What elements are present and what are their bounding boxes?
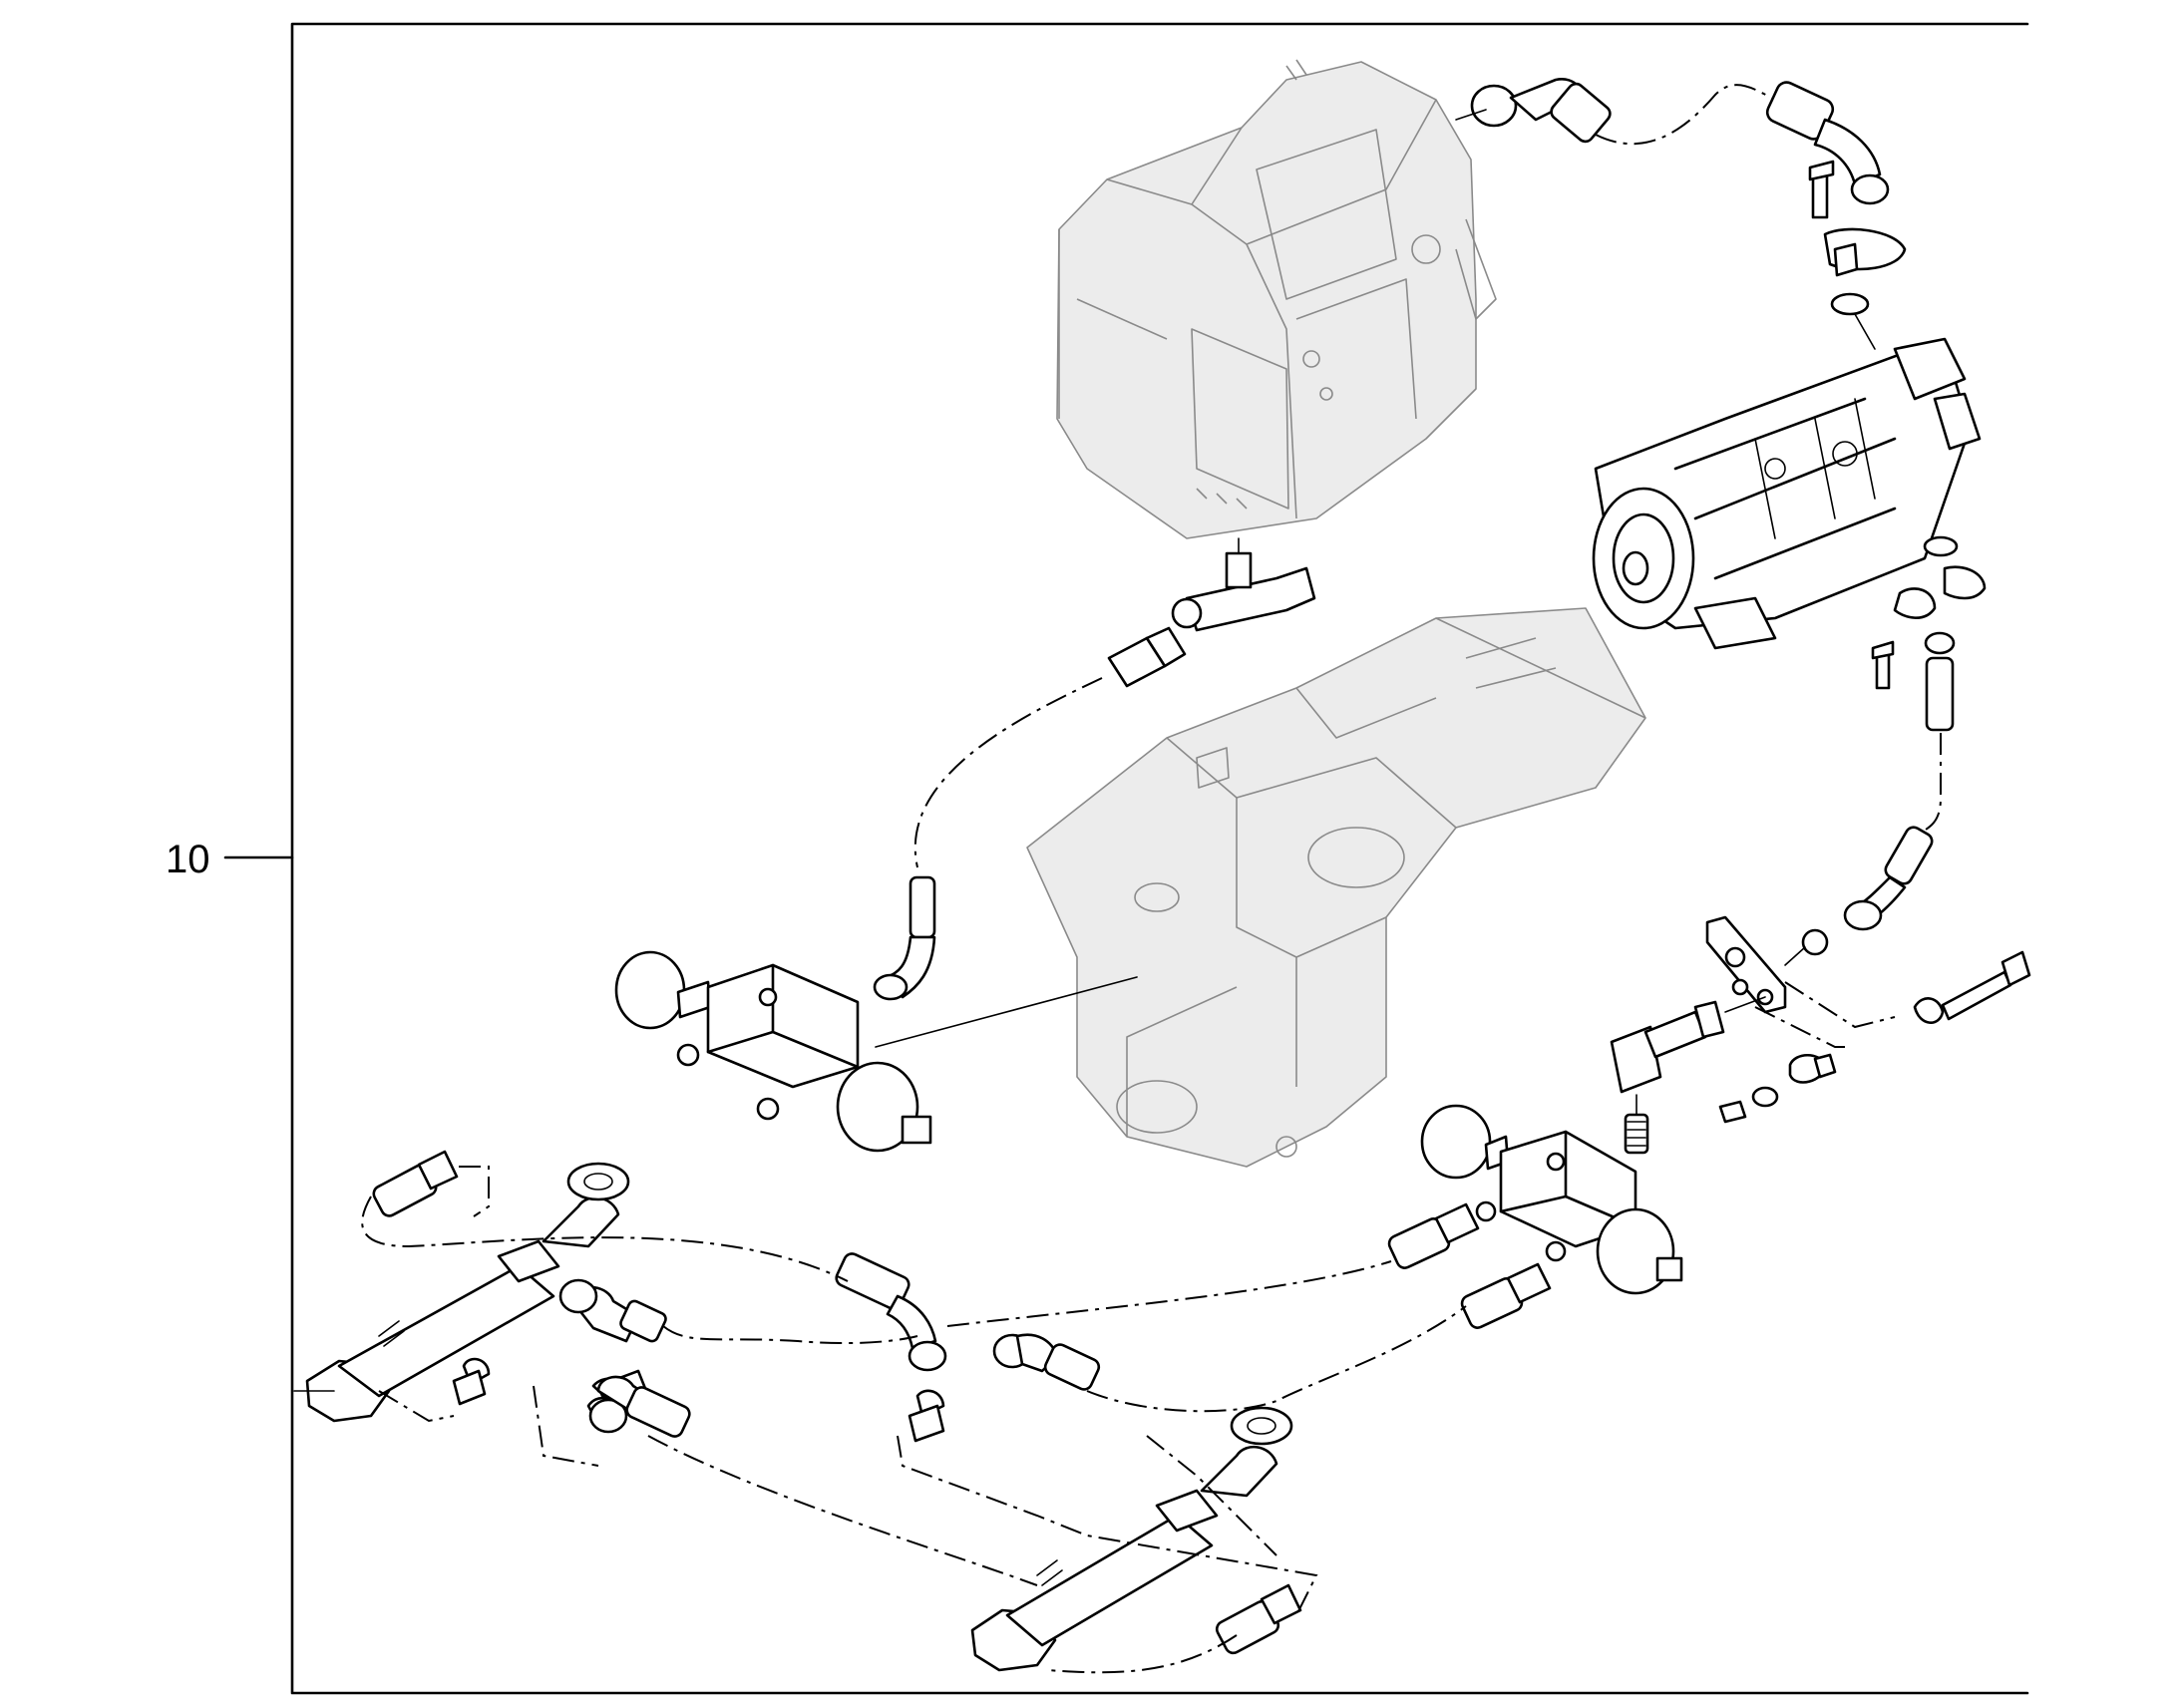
bolt-washer-right[interactable] [1913, 950, 2031, 1024]
hose-line-pump-down [1914, 733, 1942, 839]
tee-fitting[interactable] [1171, 551, 1316, 632]
cylinder-left-fittings[interactable] [371, 1150, 491, 1406]
hydraulic-pump [1592, 337, 1982, 650]
accumulator-valve-block-left[interactable] [614, 950, 1138, 1153]
elbow-hose-mid[interactable] [873, 875, 936, 1001]
hose-line-tee-to-valve [913, 677, 1103, 868]
isolator-mount[interactable] [1718, 1006, 1845, 1124]
hose-end-right-1[interactable] [1386, 1202, 1480, 1270]
elbow-hose-right[interactable] [1843, 825, 1935, 931]
cylinder-right-fittings[interactable] [1214, 1583, 1302, 1656]
upper-hose-elbow-right[interactable] [1764, 79, 1890, 205]
pressure-switch[interactable] [1610, 996, 1766, 1155]
accumulator-valve-block-right[interactable] [1420, 1104, 1683, 1295]
elbow-lower-center[interactable] [834, 1251, 947, 1443]
callout-10[interactable]: 10 [166, 838, 294, 881]
chassis-frame [1026, 607, 1646, 1168]
hydraulic-cylinder-left [305, 1162, 630, 1423]
elbow-lower-mid[interactable] [992, 1333, 1101, 1392]
bulkhead-bracket[interactable] [1705, 915, 1896, 1029]
hose-line-upper [1455, 84, 1776, 146]
hose-end-tee-left[interactable] [1107, 626, 1187, 688]
cab-frame [1056, 59, 1497, 539]
hose-end-right-2[interactable] [1459, 1262, 1552, 1330]
hose-lines-lower [293, 1166, 1467, 1674]
upper-hose-elbow-left[interactable] [1470, 78, 1614, 145]
hydraulic-cylinder-right [970, 1406, 1293, 1672]
elbow-lower-left-2[interactable] [588, 1375, 692, 1439]
callout-10-label: 10 [166, 838, 210, 881]
flange-clamp-top[interactable] [1808, 160, 1907, 350]
flange-clamp-bottom[interactable] [1871, 535, 1987, 732]
